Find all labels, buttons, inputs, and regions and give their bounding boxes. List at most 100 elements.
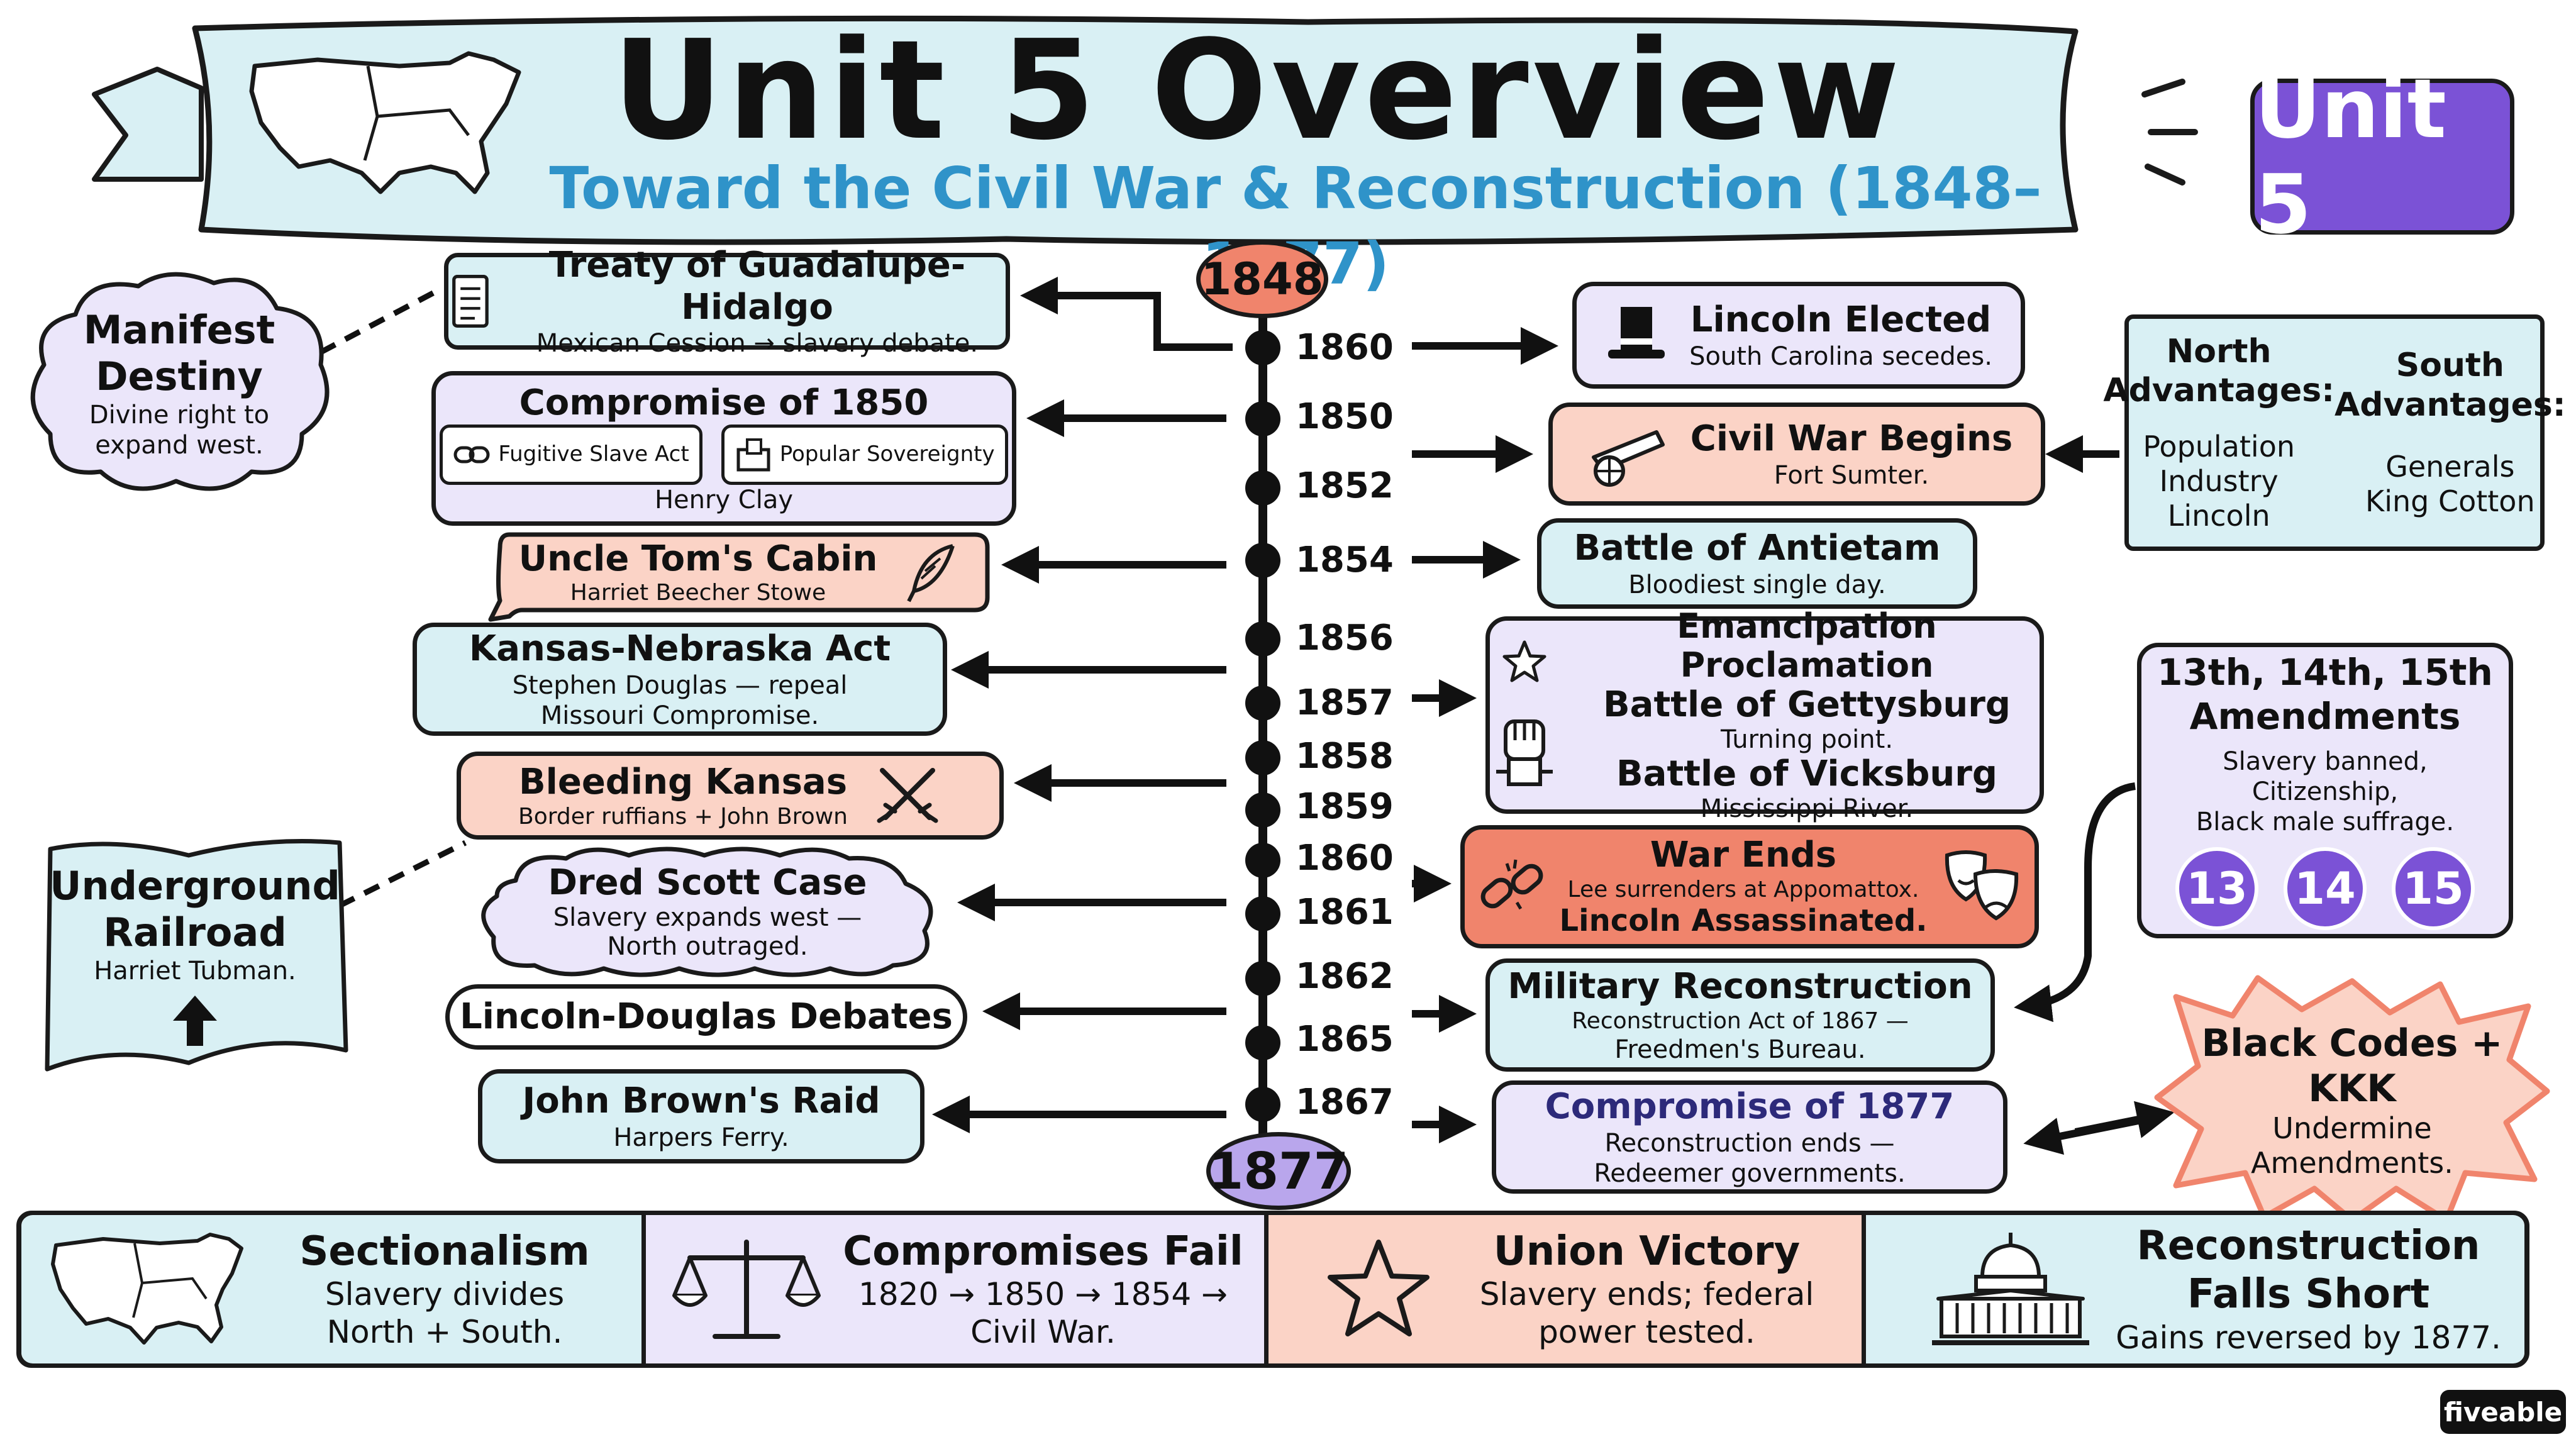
note-detail: Amendments. [2251,1146,2453,1180]
arrow-up-icon [173,996,217,1046]
south-advantages-title: Advantages: [2334,386,2566,424]
event-dred-scott-case: Dred Scott Case Slavery expands west — N… [491,855,924,969]
crossed-swords-icon [877,768,938,823]
event-detail: Redeemer governments. [1594,1158,1906,1188]
event-compromise-of-1877: Compromise of 1877 Reconstruction ends —… [1492,1080,2007,1194]
theme-compromises-fail: Compromises Fail 1820 → 1850 → 1854 → Ci… [641,1215,1264,1363]
note-title: Underground [50,862,340,909]
event-treaty-guadalupe-hidalgo: Treaty of Guadalupe-Hidalgo Mexican Cess… [444,245,1010,358]
usa-map-icon [51,1233,243,1345]
north-advantages-title: Advantages: [2103,372,2334,410]
flag-shape [45,839,348,1072]
event-title: Compromise of 1850 [519,382,929,424]
theme-detail: Slavery divides [325,1276,565,1313]
advantage-item: Industry [2159,464,2279,498]
event-lincoln-douglas-debates: Lincoln-Douglas Debates [445,984,967,1050]
timeline-year: 1865 [1296,1019,1394,1060]
note-detail: Slavery banned, [2223,747,2428,776]
theme-title: Compromises Fail [843,1228,1243,1275]
event-detail: Slavery expands west — [553,903,862,933]
timeline-dot [1245,470,1280,506]
theme-detail: Civil War. [970,1314,1116,1351]
fiveable-logo: fiveable [2440,1390,2566,1434]
theme-detail: North + South. [326,1314,563,1351]
timeline-year: 1862 [1296,956,1394,997]
timeline-dot [1245,740,1280,775]
note-title: Destiny [96,353,263,399]
event-title: Treaty of Guadalupe-Hidalgo [548,244,966,328]
amendment-badge: 15 [2392,847,2475,930]
note-detail: Citizenship, [2251,777,2399,806]
star-icon [1328,1240,1430,1336]
timeline-dot [1245,543,1280,578]
theme-reconstruction-falls-short: Reconstruction Falls Short Gains reverse… [1862,1215,2524,1363]
note-black-codes-kkk: Black Codes + KKK Undermine Amendments. [2201,1006,2503,1195]
event-title: Lincoln-Douglas Debates [460,996,953,1038]
south-advantages-title: South [2396,347,2504,385]
event-detail: Fort Sumter. [1774,460,1929,490]
amendment-badge: 14 [2284,847,2367,930]
timeline-dot [1245,896,1280,931]
event-bleeding-kansas: Bleeding Kansas Border ruffians + John B… [457,752,1004,840]
event-compromise-of-1850: Compromise of 1850 Fugitive Slave Act Po… [431,371,1016,526]
event-detail: Missouri Compromise. [540,701,819,730]
note-advantages: North Advantages: Population Industry Li… [2103,314,2566,551]
timeline-year: 1861 [1296,892,1394,933]
event-detail: Henry Clay [654,485,794,514]
advantage-item: Generals [2385,450,2515,484]
header-banner [92,15,2198,245]
timeline-dot [1245,401,1280,436]
cannon-icon [1591,430,1665,487]
timeline-dot [1245,330,1280,365]
note-title: 13th, 14th, 15th [2157,651,2493,694]
event-john-browns-raid: John Brown's Raid Harpers Ferry. [478,1069,924,1163]
raised-fist-icon [1496,719,1553,786]
note-detail: Divine right to [89,401,270,430]
event-war-ends: War Ends Lee surrenders at Appomattox. L… [1460,825,2039,948]
speech-bubble-shape [488,532,990,622]
event-detail: Bloodiest single day. [1628,570,1886,599]
event-civil-war-begins: Civil War Begins Fort Sumter. [1548,402,2045,506]
timeline-dot [1245,1087,1280,1122]
theme-detail: Slavery ends; federal [1479,1276,1814,1313]
event-detail: Harpers Ferry. [613,1123,789,1152]
event-title: Civil War Begins [1690,418,2013,460]
note-title: Amendments [2189,695,2461,738]
event-uncle-toms-cabin: Uncle Tom's Cabin Harriet Beecher Stowe [503,533,975,611]
timeline-year: 1856 [1296,618,1394,658]
timeline-dot [1245,621,1280,657]
event-detail: Mexican Cession → slavery debate. [536,329,979,358]
popular-sovereignty-box: Popular Sovereignty [721,424,1008,485]
scales-icon [672,1240,821,1339]
event-kansas-nebraska-act: Kansas-Nebraska Act Stephen Douglas — re… [413,623,947,736]
timeline-dot [1245,1025,1280,1060]
timeline-end-marker: 1877 [1206,1132,1351,1210]
timeline-dot [1245,792,1280,828]
timeline-year: 1854 [1296,540,1394,580]
theme-detail: power tested. [1538,1314,1755,1351]
note-title: Railroad [103,909,287,955]
theme-sectionalism: Sectionalism Slavery divides North + Sou… [21,1215,641,1363]
event-title: Bleeding Kansas [518,761,848,802]
capitol-building-icon [1932,1233,2089,1345]
event-detail: Turning point. [1720,725,1894,755]
event-title: Battle of Antietam [1574,528,1941,569]
timeline-start-marker: 1848 [1196,240,1328,318]
top-hat-icon [1608,307,1665,358]
event-detail: Mississippi River. [1700,794,1914,824]
theme-detail: 1820 → 1850 → 1854 → [858,1276,1228,1313]
event-title: Battle of Gettysburg [1603,684,2011,725]
event-detail: North outraged. [607,932,808,962]
cloud-shape [30,272,330,491]
ballot-box-icon [736,438,770,472]
quill-icon [907,544,955,602]
event-title: Uncle Tom's Cabin [518,538,878,580]
timeline-year: 1860 [1296,838,1394,879]
star-icon [1502,640,1546,682]
timeline-year: 1858 [1296,736,1394,777]
timeline-dot [1245,843,1280,878]
event-title: War Ends [1650,835,1837,876]
timeline-year: 1857 [1296,682,1394,723]
event-war-milestones: Emancipation Proclamation Battle of Gett… [1485,606,2044,823]
